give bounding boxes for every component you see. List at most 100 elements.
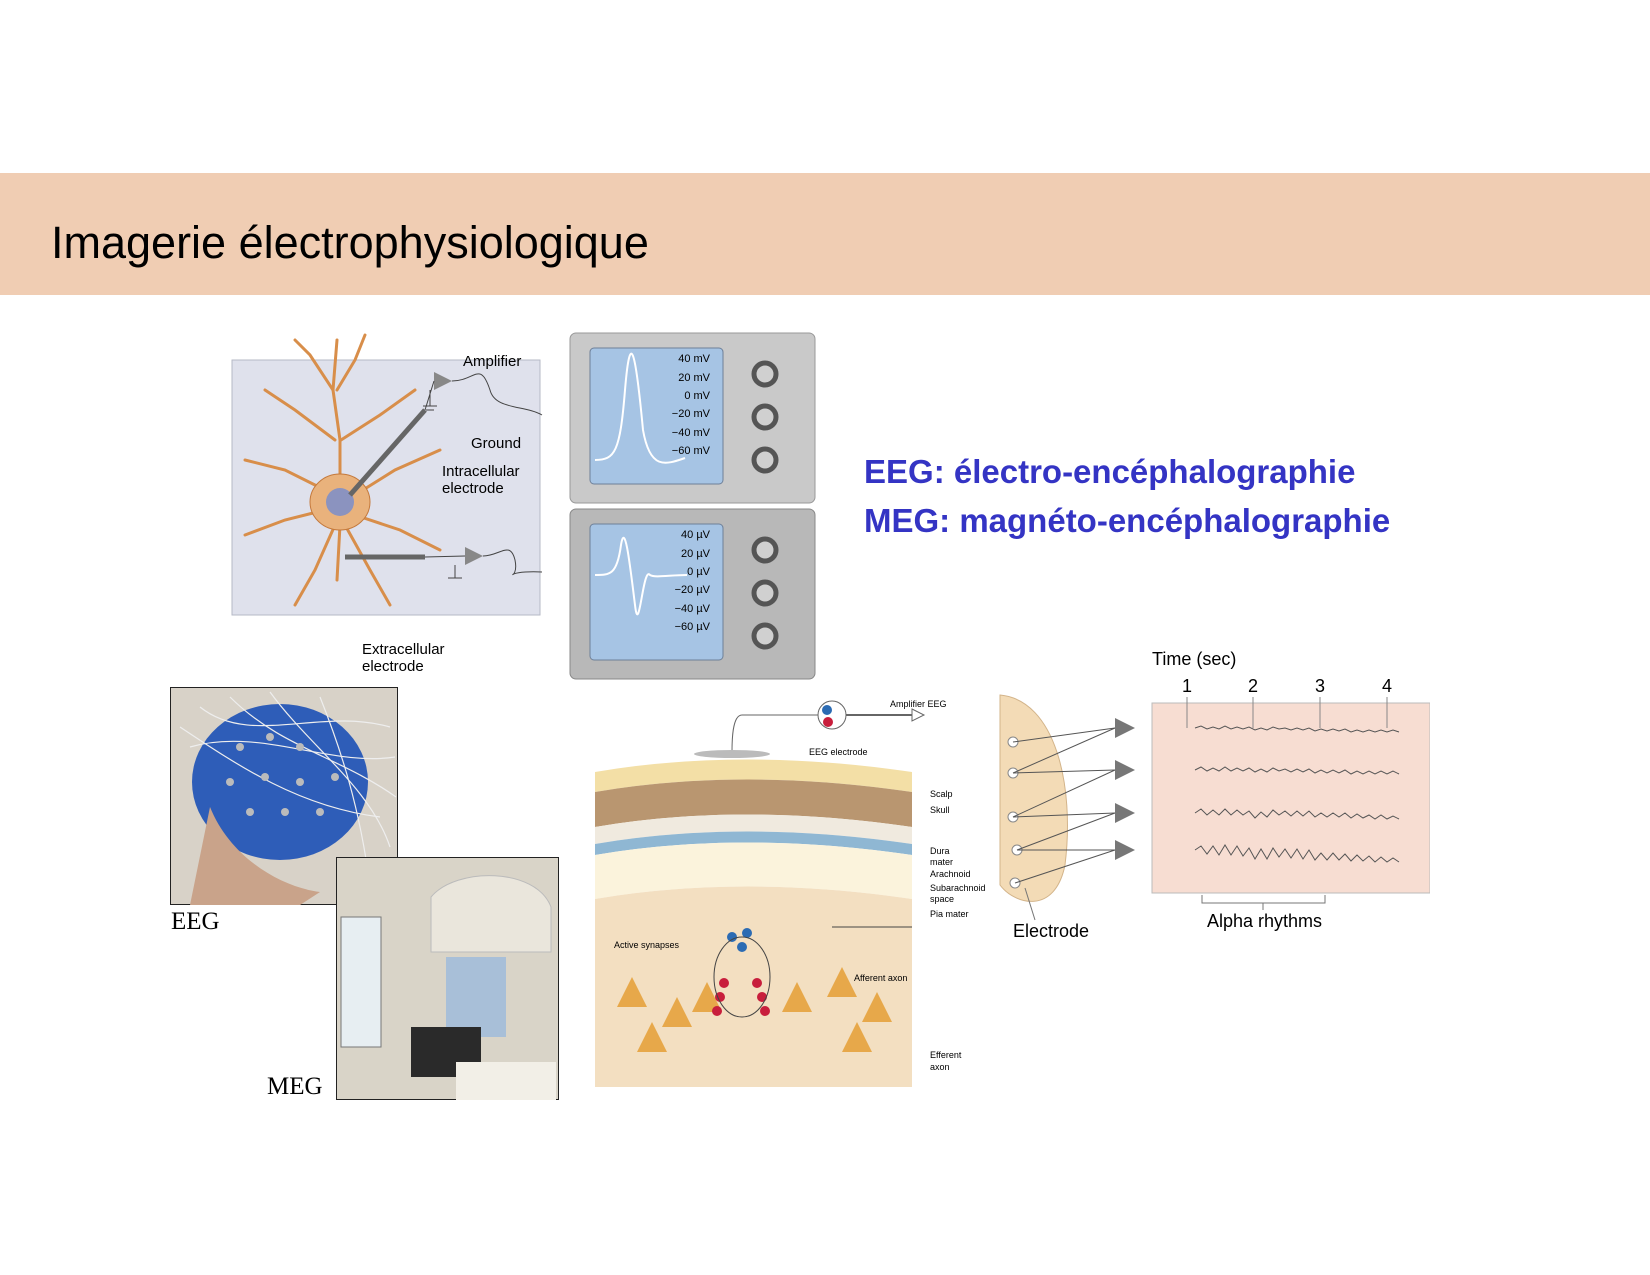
time-axis: Time (sec) 1 2 3 4 xyxy=(1152,649,1392,696)
plus-icon xyxy=(823,717,833,727)
time-tick: 3 xyxy=(1315,676,1325,696)
label-dura-mater: mater xyxy=(930,857,953,867)
amplifier-symbol-1 xyxy=(434,372,452,390)
tick: −20 µV xyxy=(675,584,711,596)
cortex-tissue xyxy=(595,886,912,1087)
label-afferent-axon: Afferent axon xyxy=(854,973,907,983)
scope-1-ticks: 40 mV 20 mV 0 mV −20 mV −40 mV −60 mV xyxy=(672,353,711,457)
knob-icon xyxy=(751,536,779,564)
layer-labels: Scalp Skull Dura mater Arachnoid Subarac… xyxy=(930,789,986,919)
meg-photo xyxy=(336,857,559,1100)
amplifier-triangles xyxy=(1115,718,1135,860)
face xyxy=(190,807,320,905)
label-dura: Dura xyxy=(930,846,950,856)
scope-1-knobs xyxy=(751,360,779,474)
pyramidal-neurons xyxy=(617,967,892,1052)
label-intracellular-2: electrode xyxy=(442,480,504,497)
eeg-electrode xyxy=(694,750,770,758)
eeg-traces xyxy=(1194,725,1400,863)
label-subarachnoid: Subarachnoid xyxy=(930,883,986,893)
electrode-wires xyxy=(179,691,397,888)
label-arachnoid: Arachnoid xyxy=(930,869,971,879)
monitor xyxy=(340,916,382,1048)
scope-2-ticks: 40 µV 20 µV 0 µV −20 µV −40 µV −60 µV xyxy=(675,529,711,633)
label-efferent: Efferent xyxy=(930,1050,962,1060)
label-extracellular-2: electrode xyxy=(362,658,424,675)
patient-shirt xyxy=(446,957,506,1037)
alpha-bracket xyxy=(1201,895,1326,910)
scope-2-knobs xyxy=(751,536,779,650)
current-loops xyxy=(713,936,771,1018)
subarachnoid-layer xyxy=(595,842,912,899)
neuron-dendrites xyxy=(243,333,442,607)
scope-screen-2 xyxy=(589,523,724,661)
label-amplifier-eeg: Amplifier EEG xyxy=(890,699,947,709)
label-skull: Skull xyxy=(930,805,950,815)
amplifier-wire-2 xyxy=(424,549,543,576)
neuron-recording-figure: Amplifier Ground Intracellular electrode… xyxy=(231,332,816,680)
knob-icon xyxy=(751,446,779,474)
scalp-layer xyxy=(595,759,912,792)
alpha-rhythms-label: Alpha rhythms xyxy=(1207,911,1322,931)
electrode-leads xyxy=(1012,727,1116,884)
tick: 0 mV xyxy=(684,390,710,402)
eeg-recording-figure: Time (sec) 1 2 3 4 Alpha rhythms Electro… xyxy=(999,649,1430,941)
slide-title: Imagerie électrophysiologique xyxy=(51,217,649,268)
label-subarachnoid-space: space xyxy=(930,894,954,904)
electrode-pointer xyxy=(1024,887,1036,921)
label-ground: Ground xyxy=(471,435,521,452)
positive-charges xyxy=(712,978,770,1016)
label-active-synapses: Active synapses xyxy=(614,940,680,950)
time-gridlines xyxy=(1186,697,1388,728)
knob-icon xyxy=(751,360,779,388)
label-intracellular-1: Intracellular xyxy=(442,463,520,480)
eeg-caption: EEG xyxy=(171,908,220,935)
tick: −20 mV xyxy=(672,408,711,420)
tick: 40 µV xyxy=(681,529,711,541)
tick: −60 mV xyxy=(672,445,711,457)
time-tick: 2 xyxy=(1248,676,1258,696)
tick: 40 mV xyxy=(678,353,710,365)
eeg-cap xyxy=(192,704,368,860)
dura-layer xyxy=(595,814,912,844)
tick: −40 mV xyxy=(672,427,711,439)
skull-layer xyxy=(595,779,912,827)
electrodes xyxy=(226,733,339,816)
knob-icon xyxy=(751,403,779,431)
label-pia-mater: Pia mater xyxy=(930,909,969,919)
amplifier-symbol-2 xyxy=(465,547,483,565)
tick: 0 µV xyxy=(687,566,711,578)
meg-caption: MEG xyxy=(267,1073,323,1100)
meg-definition: MEG: magnéto-encéphalographie xyxy=(864,502,1391,539)
label-eeg-electrode: EEG electrode xyxy=(809,747,868,757)
tick: −60 µV xyxy=(675,621,711,633)
label-amplifier: Amplifier xyxy=(463,353,521,370)
arachnoid-layer xyxy=(595,831,912,855)
intracellular-electrode xyxy=(348,408,427,497)
head-profile xyxy=(999,694,1068,902)
time-tick: 1 xyxy=(1182,676,1192,696)
cortex-figure: Amplifier EEG EEG electrode Scalp Skull … xyxy=(595,699,986,1087)
knob-icon xyxy=(751,579,779,607)
recording-panel xyxy=(1151,702,1430,894)
minus-icon xyxy=(822,705,832,715)
eeg-definition: EEG: électro-encéphalographie xyxy=(864,453,1356,490)
label-scalp: Scalp xyxy=(930,789,953,799)
definitions: EEG: électro-encéphalographie MEG: magné… xyxy=(864,447,1390,545)
tick: 20 µV xyxy=(681,548,711,560)
action-potential-trace xyxy=(594,352,686,464)
scope-screen-1 xyxy=(589,347,724,485)
meg-scanner xyxy=(430,875,552,953)
knob-icon xyxy=(751,622,779,650)
extracellular-trace xyxy=(594,536,688,616)
negative-charges xyxy=(727,928,752,952)
tick: 20 mV xyxy=(678,372,710,384)
time-tick: 4 xyxy=(1382,676,1392,696)
label-efferent-axon: axon xyxy=(930,1062,950,1072)
nucleus xyxy=(326,488,354,516)
label-extracellular-1: Extracellular xyxy=(362,641,445,658)
electrode-lead xyxy=(731,714,818,753)
time-axis-label: Time (sec) xyxy=(1152,649,1236,669)
tick: −40 µV xyxy=(675,603,711,615)
chair-arm xyxy=(456,1062,556,1100)
